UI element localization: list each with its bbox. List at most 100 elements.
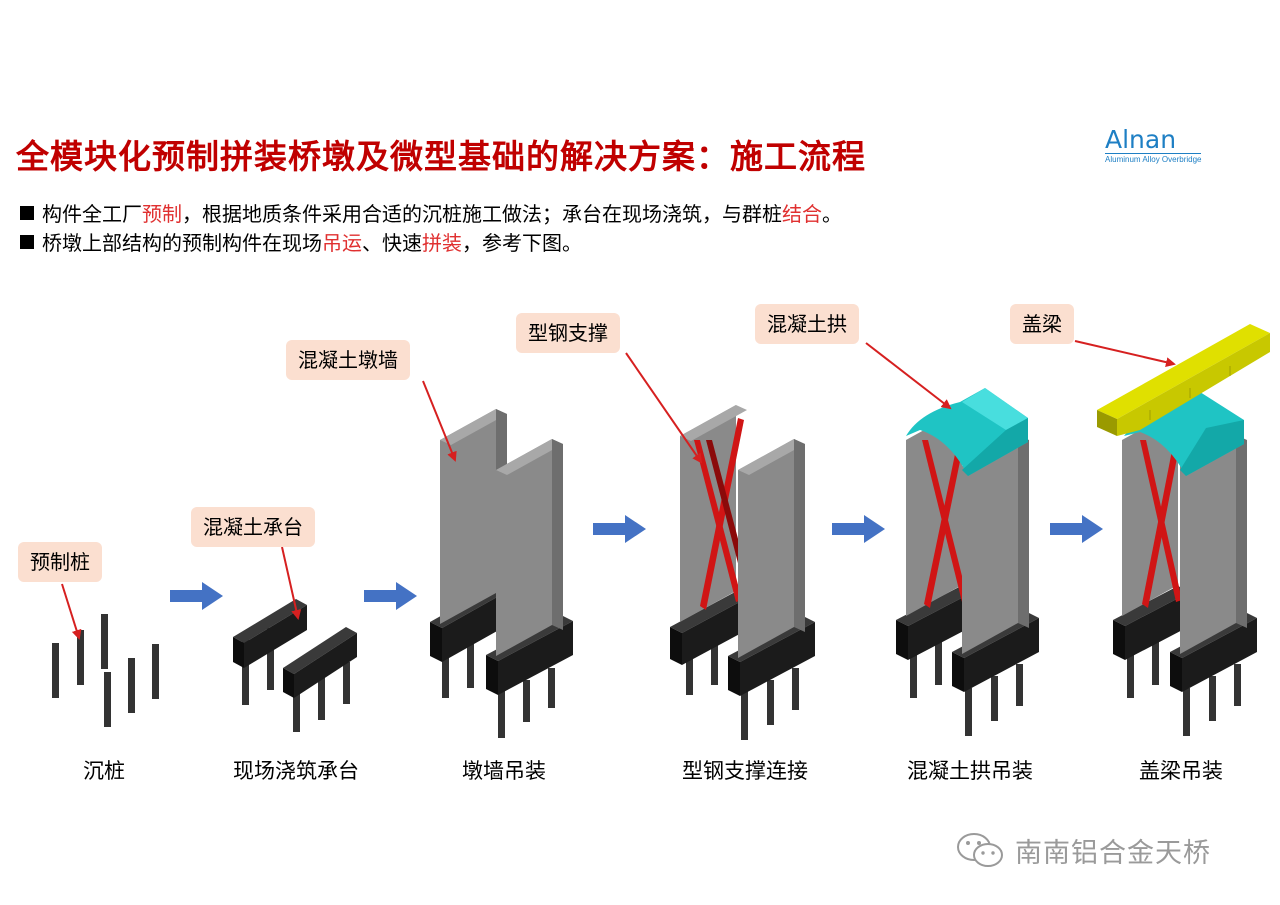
bullet-text: 桥墩上部结构的预制构件在现场: [42, 231, 322, 255]
flow-arrow-icon: [170, 582, 223, 610]
pile-cap-side: [1170, 652, 1182, 692]
logo-wordmark: Alnan: [1105, 125, 1177, 154]
pile: [293, 690, 300, 732]
pile: [1183, 688, 1190, 736]
steel-brace: [1142, 430, 1182, 608]
pier-wall-front: [962, 435, 1018, 654]
pile: [741, 690, 748, 740]
pointer-arrow: [422, 380, 457, 462]
pile: [442, 648, 449, 698]
caption-step2: 现场浇筑承台: [233, 759, 359, 783]
pier-wall-back: [906, 409, 962, 616]
callout-steel-brace: 型钢支撑: [516, 313, 620, 353]
pier-wall-side: [1236, 435, 1247, 628]
step1-piles-illustration: [52, 614, 159, 727]
flow-arrow-icon: [364, 582, 417, 610]
cap-beam-end: [1097, 410, 1117, 436]
pile: [711, 630, 718, 685]
pointer-arrow: [625, 352, 703, 464]
pile-cap-top: [233, 599, 307, 643]
pile-cap-side: [670, 627, 682, 665]
bullet-item: 桥墩上部结构的预制构件在现场吊运、快速拼装，参考下图。: [20, 229, 842, 258]
flow-arrows: [170, 515, 1103, 610]
pier-wall-side: [1018, 435, 1029, 628]
pile-cap-front: [442, 592, 506, 662]
pile: [467, 640, 474, 688]
flow-arrow-icon: [1050, 515, 1103, 543]
pile: [77, 630, 84, 685]
concrete-arch-top: [962, 388, 1028, 430]
step4-steel-brace-illustration: [670, 405, 815, 740]
pile-cap-top: [486, 615, 573, 661]
pile: [318, 675, 325, 720]
pile-cap-side: [952, 652, 964, 692]
pier-wall-front: [738, 439, 794, 658]
pile: [767, 680, 774, 725]
bullet-highlight: 结合: [782, 202, 822, 226]
pile-cap-side: [896, 620, 908, 660]
pile-cap-side: [283, 668, 294, 698]
bullet-highlight: 预制: [142, 202, 182, 226]
bullet-text: ，根据地质条件采用合适的沉桩施工做法；承台在现场浇筑，与群桩: [182, 202, 782, 226]
bullet-item: 构件全工厂预制，根据地质条件采用合适的沉桩施工做法；承台在现场浇筑，与群桩结合。: [20, 200, 842, 229]
pier-wall-back: [440, 409, 496, 624]
pile-cap-top: [670, 592, 747, 633]
pile-cap-front: [908, 592, 973, 660]
pile-cap-front: [498, 621, 573, 695]
pile: [1152, 630, 1159, 685]
pile-cap-side: [728, 656, 740, 696]
watermark-text: 南南铝合金天桥: [1015, 837, 1211, 869]
caption-step6: 盖梁吊装: [1139, 759, 1223, 783]
pile: [523, 680, 530, 722]
pile-cap-side: [1113, 620, 1125, 660]
steel-brace: [924, 430, 966, 608]
concrete-arch-side: [1180, 420, 1244, 476]
pile: [910, 640, 917, 698]
company-logo: Alnan Aluminum Alloy Overbridge: [1105, 125, 1202, 164]
pile: [52, 643, 59, 698]
pier-wall-top: [680, 405, 747, 441]
bullet-text: 。: [822, 202, 842, 226]
cap-beam-top: [1097, 324, 1270, 419]
pier-wall-front: [1180, 435, 1236, 654]
callout-concrete-arch: 混凝土拱: [755, 304, 859, 344]
bullet-highlight: 拼装: [422, 231, 462, 255]
pile-cap-side: [486, 655, 498, 695]
watermark: 南南铝合金天桥: [955, 830, 1211, 870]
step2-pile-caps-illustration: [233, 599, 357, 732]
concrete-arch-side: [962, 418, 1028, 476]
callout-pointers: [61, 340, 1176, 640]
wechat-icon: [957, 833, 1003, 867]
pile: [792, 668, 799, 710]
step5-concrete-arch-illustration: [896, 388, 1039, 736]
step6-cap-beam-illustration: [1097, 324, 1270, 736]
pier-wall-back: [1122, 409, 1178, 616]
pile: [128, 658, 135, 713]
pointer-arrow: [61, 583, 82, 640]
callout-pile-cap: 混凝土承台: [191, 507, 315, 547]
caption-step5: 混凝土拱吊装: [907, 759, 1033, 783]
pile: [1234, 664, 1241, 706]
pile-cap-side: [233, 637, 244, 668]
caption-step3: 墩墙吊装: [462, 759, 546, 783]
pile-cap-front: [964, 618, 1039, 692]
pile-cap-front: [1125, 592, 1190, 660]
pile: [1209, 676, 1216, 721]
pile-cap-front: [294, 633, 357, 698]
pier-wall-top: [738, 439, 805, 475]
pile: [343, 662, 350, 704]
callout-precast-pile: 预制桩: [18, 542, 102, 582]
pier-wall-side: [552, 439, 563, 630]
pile: [1016, 664, 1023, 706]
pile-cap-front: [1182, 618, 1257, 692]
pile-cap-top: [896, 586, 973, 626]
pile: [1127, 640, 1134, 698]
callout-cap-beam: 盖梁: [1010, 304, 1074, 344]
pile: [267, 628, 274, 690]
pier-wall-top: [440, 409, 507, 445]
pier-wall-side: [794, 439, 805, 632]
logo-tagline: Aluminum Alloy Overbridge: [1105, 153, 1202, 164]
pile-cap-front: [682, 598, 747, 665]
pile: [498, 690, 505, 738]
